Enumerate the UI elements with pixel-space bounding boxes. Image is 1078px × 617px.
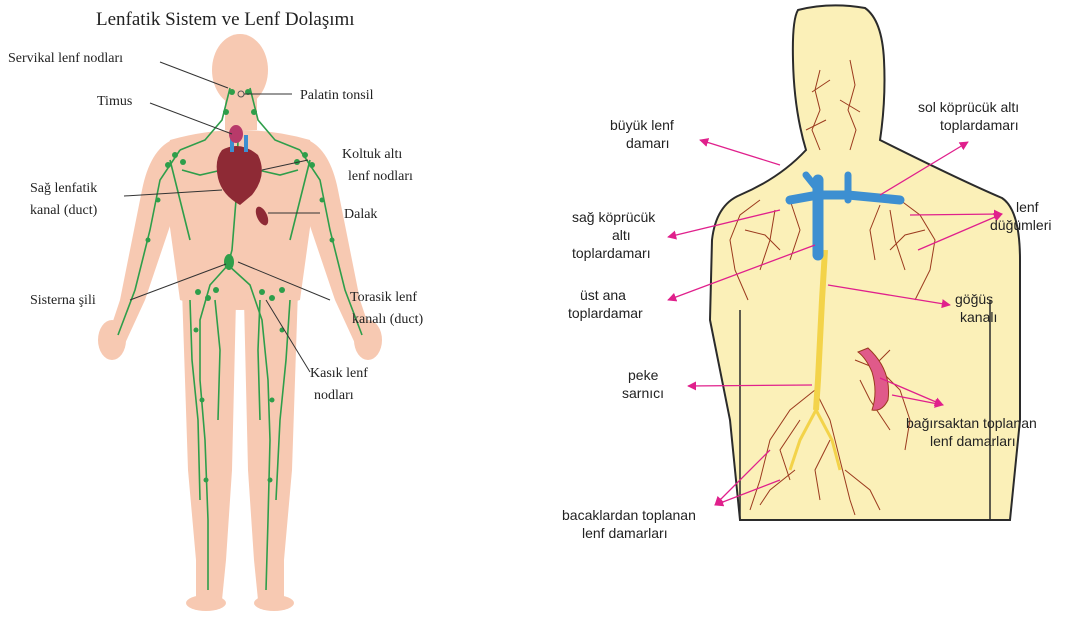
label-sagk-1: sağ köprücük (572, 209, 656, 225)
label-torasik-2: kanalı (duct) (352, 312, 423, 327)
label-buyuk-1: büyük lenf (610, 117, 674, 133)
right-panel: büyük lenf damarı sol köprücük altı topl… (562, 5, 1051, 541)
label-kasik-2: nodları (314, 388, 354, 403)
label-kasik-1: Kasık lenf (310, 366, 368, 381)
label-peke-2: sarnıcı (622, 385, 664, 401)
label-servikal: Servikal lenf nodları (8, 51, 123, 66)
label-ust-2: toplardamar (568, 305, 643, 321)
label-peke-1: peke (628, 367, 659, 383)
label-torasik-1: Torasik lenf (350, 290, 417, 305)
label-bagir-2: lenf damarları (930, 433, 1016, 449)
label-sol-2: toplardamarı (940, 117, 1019, 133)
label-sagk-3: toplardamarı (572, 245, 651, 261)
label-timus: Timus (97, 94, 132, 109)
label-palatin: Palatin tonsil (300, 88, 374, 103)
label-buyuk-2: damarı (626, 135, 670, 151)
label-koltuk-1: Koltuk altı (342, 147, 402, 162)
label-sag-lenfatik-1: Sağ lenfatik (30, 181, 97, 196)
label-gogus-1: göğüs (955, 291, 993, 307)
label-sagk-2: altı (612, 227, 631, 243)
label-ust-1: üst ana (580, 287, 626, 303)
label-bacak-2: lenf damarları (582, 525, 668, 541)
label-lenf-2: düğümleri (990, 217, 1051, 233)
label-gogus-2: kanalı (960, 309, 997, 325)
label-sisterna: Sisterna şili (30, 293, 96, 308)
label-lenf-1: lenf (1016, 199, 1039, 215)
label-bagir-1: bağırsaktan toplanan (906, 415, 1037, 431)
label-bacak-1: bacaklardan toplanan (562, 507, 696, 523)
label-sag-lenfatik-2: kanal (duct) (30, 203, 98, 218)
human-body-silhouette (98, 34, 382, 611)
left-panel: Lenfatik Sistem ve Lenf Dolaşımı (8, 9, 423, 611)
label-koltuk-2: lenf nodları (348, 169, 413, 184)
label-sol-1: sol köprücük altı (918, 99, 1019, 115)
label-dalak: Dalak (344, 207, 377, 222)
left-title: Lenfatik Sistem ve Lenf Dolaşımı (96, 9, 355, 30)
